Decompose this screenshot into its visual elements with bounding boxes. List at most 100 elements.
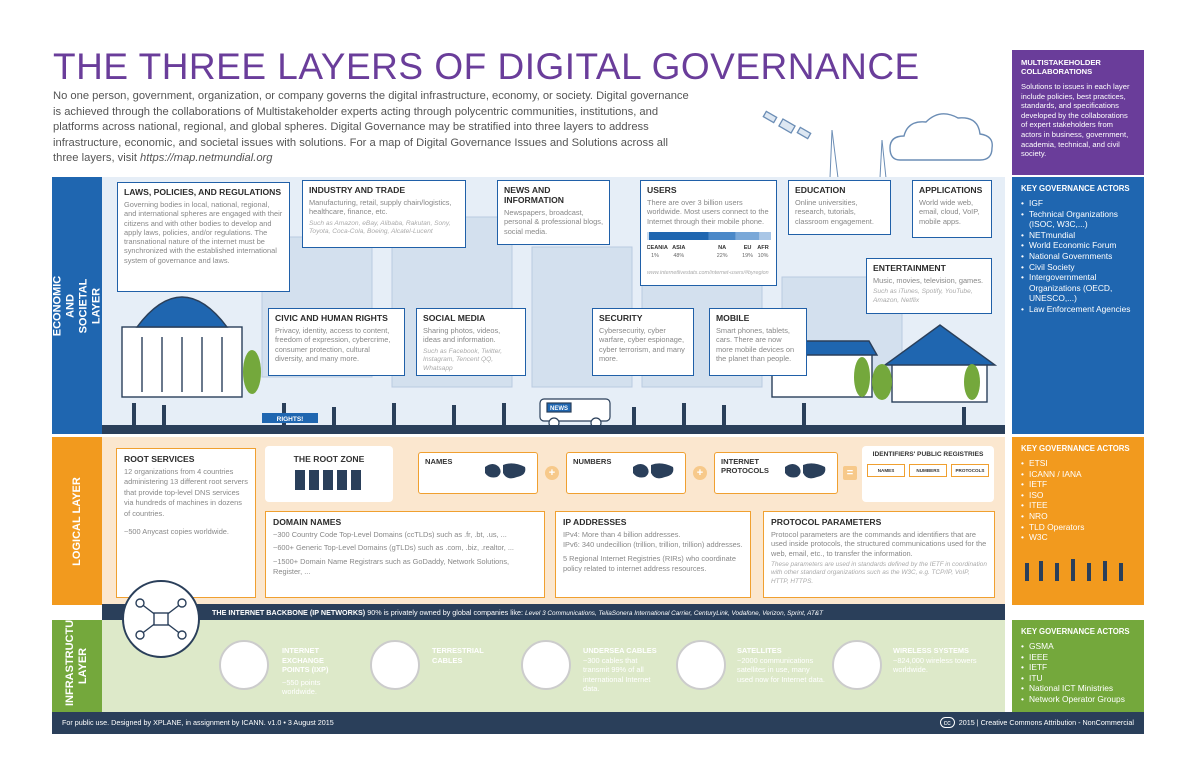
economic-actors-panel: KEY GOVERNANCE ACTORS IGFTechnical Organ… xyxy=(1012,177,1144,434)
protocol-parameters-card: PROTOCOL PARAMETERS Protocol parameters … xyxy=(763,511,995,598)
cc-icon: cc xyxy=(939,717,955,728)
root-services-card: ROOT SERVICES 12 organizations from 4 co… xyxy=(116,448,256,598)
security-card: SECURITY Cybersecurity, cyber warfare, c… xyxy=(592,308,694,376)
entertainment-title: ENTERTAINMENT xyxy=(873,263,946,273)
numbers-registry: NUMBERS xyxy=(566,452,686,494)
ip-addresses-card: IP ADDRESSES IPv4: More than 4 billion a… xyxy=(555,511,751,598)
root-zone-title: THE ROOT ZONE xyxy=(293,454,365,464)
protocol-note: These parameters are used in standards d… xyxy=(771,561,987,585)
root-zone-panel: THE ROOT ZONE xyxy=(265,446,393,502)
social-examples: Such as Facebook, Twitter, Instagram, Te… xyxy=(423,347,503,372)
entertainment-text: Music, movies, television, games. xyxy=(873,276,984,285)
backbone-bar: THE INTERNET BACKBONE (IP NETWORKS) 90% … xyxy=(102,604,1005,620)
names-registry: NAMES xyxy=(418,452,538,494)
backbone-companies: Level 3 Communications, TeliaSonera Inte… xyxy=(525,610,824,617)
civic-title: CIVIC AND HUMAN RIGHTS xyxy=(275,313,388,323)
users-bar-pct: 10% xyxy=(758,253,769,259)
logical-actors-list: ETSIICANN / IANAIETFISOITEENROTLD Operat… xyxy=(1021,458,1135,543)
civic-card: CIVIC AND HUMAN RIGHTS Privacy, identity… xyxy=(268,308,405,376)
undersea-title: UNDERSEA CABLES xyxy=(583,646,657,655)
users-bar-label: NA xyxy=(718,245,726,251)
users-text: There are over 3 billion users worldwide… xyxy=(647,198,769,226)
logical-actor-item: ICANN / IANA xyxy=(1021,469,1135,480)
terrestrial-title: TERRESTRIAL CABLES xyxy=(432,646,484,665)
users-bar-label: OCEANIA xyxy=(647,245,668,251)
logical-layer-label: LOGICAL LAYER xyxy=(52,437,102,605)
entertainment-examples: Such as iTunes, Spotify, YouTube, Amazon… xyxy=(873,288,973,304)
ixp-title: INTERNET EXCHANGE POINTS (IXP) xyxy=(282,646,329,675)
logical-actor-item: ITEE xyxy=(1021,500,1135,511)
infrastructure-actor-item: National ICT Ministries xyxy=(1021,683,1135,694)
users-bar-label: ASIA xyxy=(672,245,685,251)
domain-names-title: DOMAIN NAMES xyxy=(273,517,342,527)
economic-actors-list: IGFTechnical Organizations (ISOC, W3C,..… xyxy=(1021,198,1135,315)
users-card: USERS There are over 3 billion users wor… xyxy=(640,180,777,286)
users-bar-label: AFR xyxy=(757,245,769,251)
root-services-text: 12 organizations from 4 countries admini… xyxy=(124,467,248,518)
protocol-title: PROTOCOL PARAMETERS xyxy=(771,517,882,527)
world-map-icon xyxy=(485,463,526,479)
users-bar-eu xyxy=(735,231,760,240)
economic-actor-item: IGF xyxy=(1021,198,1135,209)
news-card: NEWS AND INFORMATION Newspapers, broadca… xyxy=(497,180,610,245)
applications-card: APPLICATIONS World wide web, email, clou… xyxy=(912,180,992,238)
infrastructure-actors-title: KEY GOVERNANCE ACTORS xyxy=(1021,627,1130,636)
mini-names: NAMES xyxy=(867,464,905,477)
economic-layer-text: ECONOMIC AND SOCIETAL LAYER xyxy=(51,275,102,336)
mobile-title: MOBILE xyxy=(716,313,750,323)
satellites-text: ~2000 communications satellites in use, … xyxy=(737,655,825,684)
users-bar-pct: 1% xyxy=(651,253,659,259)
social-text: Sharing photos, videos, ideas and inform… xyxy=(423,326,501,345)
users-bar-pct: 19% xyxy=(742,253,753,259)
ip-v4: IPv4: More than 4 billion addresses. xyxy=(563,530,681,539)
map-link[interactable]: https://map.netmundial.org xyxy=(140,152,273,164)
root-services-title: ROOT SERVICES xyxy=(124,454,195,464)
infrastructure-actors-list: GSMAIEEEIETFITUNational ICT MinistriesNe… xyxy=(1021,641,1135,705)
intro-text: No one person, government, organization,… xyxy=(53,89,693,167)
terrestrial-label: TERRESTRIAL CABLES xyxy=(432,646,502,665)
ip-v6: IPv6: 340 undecillion (trillion, trillio… xyxy=(563,540,743,550)
terrestrial-cable-icon xyxy=(370,640,420,690)
users-title: USERS xyxy=(647,185,677,195)
cloud-icon xyxy=(889,113,993,161)
logical-actors-panel: KEY GOVERNANCE ACTORS ETSIICANN / IANAIE… xyxy=(1012,437,1144,605)
wireless-tower-icon xyxy=(832,640,882,690)
network-icon xyxy=(122,580,200,658)
social-title: SOCIAL MEDIA xyxy=(423,313,486,323)
news-van-label: NEWS xyxy=(550,406,568,412)
protocols-label: INTERNET PROTOCOLS xyxy=(721,457,769,475)
crowd xyxy=(132,403,966,425)
root-zone-servers xyxy=(295,470,361,490)
plus-icon: + xyxy=(545,466,559,480)
plus-icon: + xyxy=(693,466,707,480)
ixp-icon xyxy=(219,640,269,690)
security-title: SECURITY xyxy=(599,313,643,323)
laws-title: LAWS, POLICIES, AND REGULATIONS xyxy=(124,187,282,197)
logical-actor-item: TLD Operators xyxy=(1021,522,1135,533)
protocol-text: Protocol parameters are the commands and… xyxy=(771,530,987,558)
protocols-registry: INTERNET PROTOCOLS xyxy=(714,452,838,494)
industry-title: INDUSTRY AND TRADE xyxy=(309,185,406,195)
ixp-text: ~550 points worldwide. xyxy=(282,677,321,697)
users-bar-na xyxy=(708,231,736,240)
laws-text: Governing bodies in local, national, reg… xyxy=(124,200,283,265)
education-title: EDUCATION xyxy=(795,185,846,195)
laws-card: LAWS, POLICIES, AND REGULATIONS Governin… xyxy=(117,182,290,292)
users-bar-oceania xyxy=(647,231,649,240)
economic-actor-item: World Economic Forum xyxy=(1021,240,1135,251)
domain-registrars: ~1500+ Domain Name Registrars such as Go… xyxy=(273,556,510,577)
news-text: Newspapers, broadcast, personal & profes… xyxy=(504,208,604,236)
satellites-label: SATELLITES~2000 communications satellite… xyxy=(737,646,827,684)
infrastructure-actors-panel: KEY GOVERNANCE ACTORS GSMAIEEEIETFITUNat… xyxy=(1012,620,1144,712)
undersea-cable-icon xyxy=(521,640,571,690)
infrastructure-layer-label: INFRASTRUCTURE LAYER xyxy=(52,605,102,712)
trees xyxy=(243,350,980,400)
intro-body: No one person, government, organization,… xyxy=(53,90,689,164)
users-bar-pct: 48% xyxy=(673,253,684,259)
ip-title: IP ADDRESSES xyxy=(563,517,627,527)
page-title: THE THREE LAYERS OF DIGITAL GOVERNANCE xyxy=(53,46,920,87)
logical-actor-item: NRO xyxy=(1021,511,1135,522)
footer: For public use. Designed by XPLANE, in a… xyxy=(52,712,1144,734)
economic-actor-item: Technical Organizations (ISOC, W3C,...) xyxy=(1021,209,1135,230)
